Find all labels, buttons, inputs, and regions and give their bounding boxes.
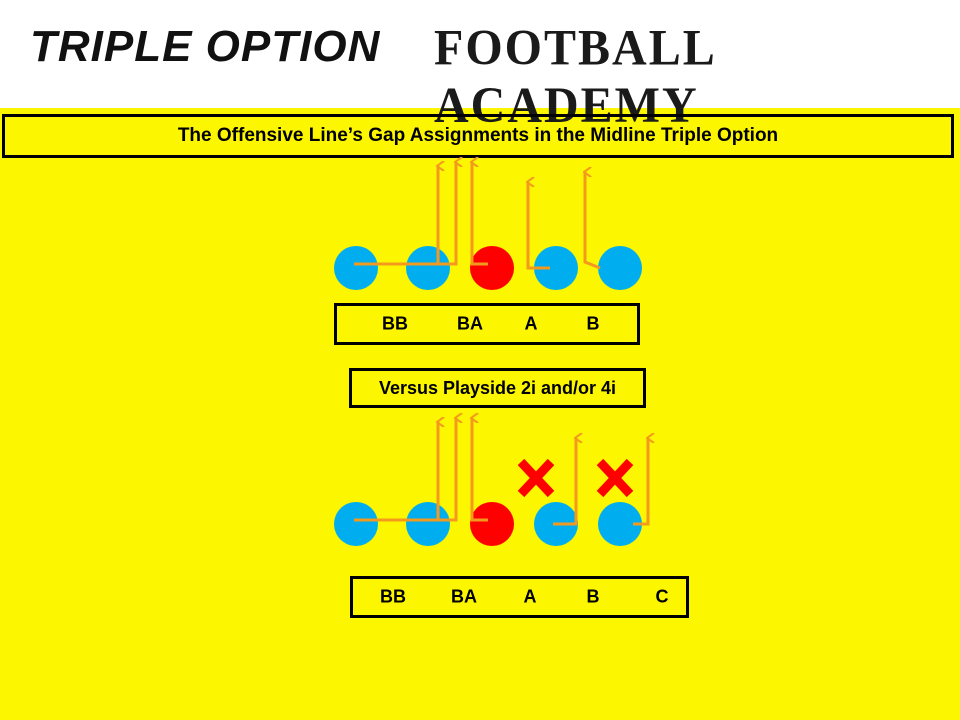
center-bottom (470, 502, 514, 546)
gap-label-b: B (586, 313, 600, 334)
top-formation (334, 162, 642, 290)
right-guard-top (534, 246, 578, 290)
route-guard-top (426, 162, 456, 266)
route-right-guard-bottom (553, 438, 576, 526)
gap-label-b: B (586, 586, 600, 607)
gap-label-bb: BB (380, 586, 406, 607)
bottom-formation (334, 418, 648, 546)
gap-label-box-top: BB BA A B (334, 303, 640, 345)
slide-title: The Offensive Line’s Gap Assignments in … (2, 114, 954, 158)
gap-label-box-bottom: BB BA A B C (350, 576, 689, 618)
defender-x-4i (596, 458, 634, 498)
logo-triple-option: TRIPLE OPTION (30, 22, 381, 71)
gap-label-bb: BB (382, 313, 408, 334)
left-tackle-top (334, 246, 378, 290)
route-guard-bottom (426, 418, 456, 522)
slide-title-text: The Offensive Line’s Gap Assignments in … (177, 125, 779, 146)
left-guard-top (406, 246, 450, 290)
route-center-top (472, 162, 488, 266)
gap-label-c: C (655, 586, 669, 607)
logo-football-academy: FOOTBALL ACADEMY (434, 20, 715, 134)
route-center-bottom (472, 418, 488, 522)
left-tackle-bottom (334, 502, 378, 546)
route-right-tackle-top (585, 172, 601, 270)
left-guard-bottom (406, 502, 450, 546)
header-banner: TRIPLE OPTION FOOTBALL ACADEMY (0, 0, 960, 134)
gap-label-a: A (523, 586, 537, 607)
route-right-tackle-bottom (633, 438, 648, 526)
right-tackle-bottom (598, 502, 642, 546)
gap-label-ba: BA (457, 313, 483, 334)
defender-x-2i (517, 458, 555, 498)
right-tackle-top (598, 246, 642, 290)
gap-label-ba: BA (451, 586, 477, 607)
gap-label-a: A (524, 313, 538, 334)
center-top (470, 246, 514, 290)
route-right-guard-top (528, 182, 550, 270)
versus-label: Versus Playside 2i and/or 4i (349, 368, 646, 408)
